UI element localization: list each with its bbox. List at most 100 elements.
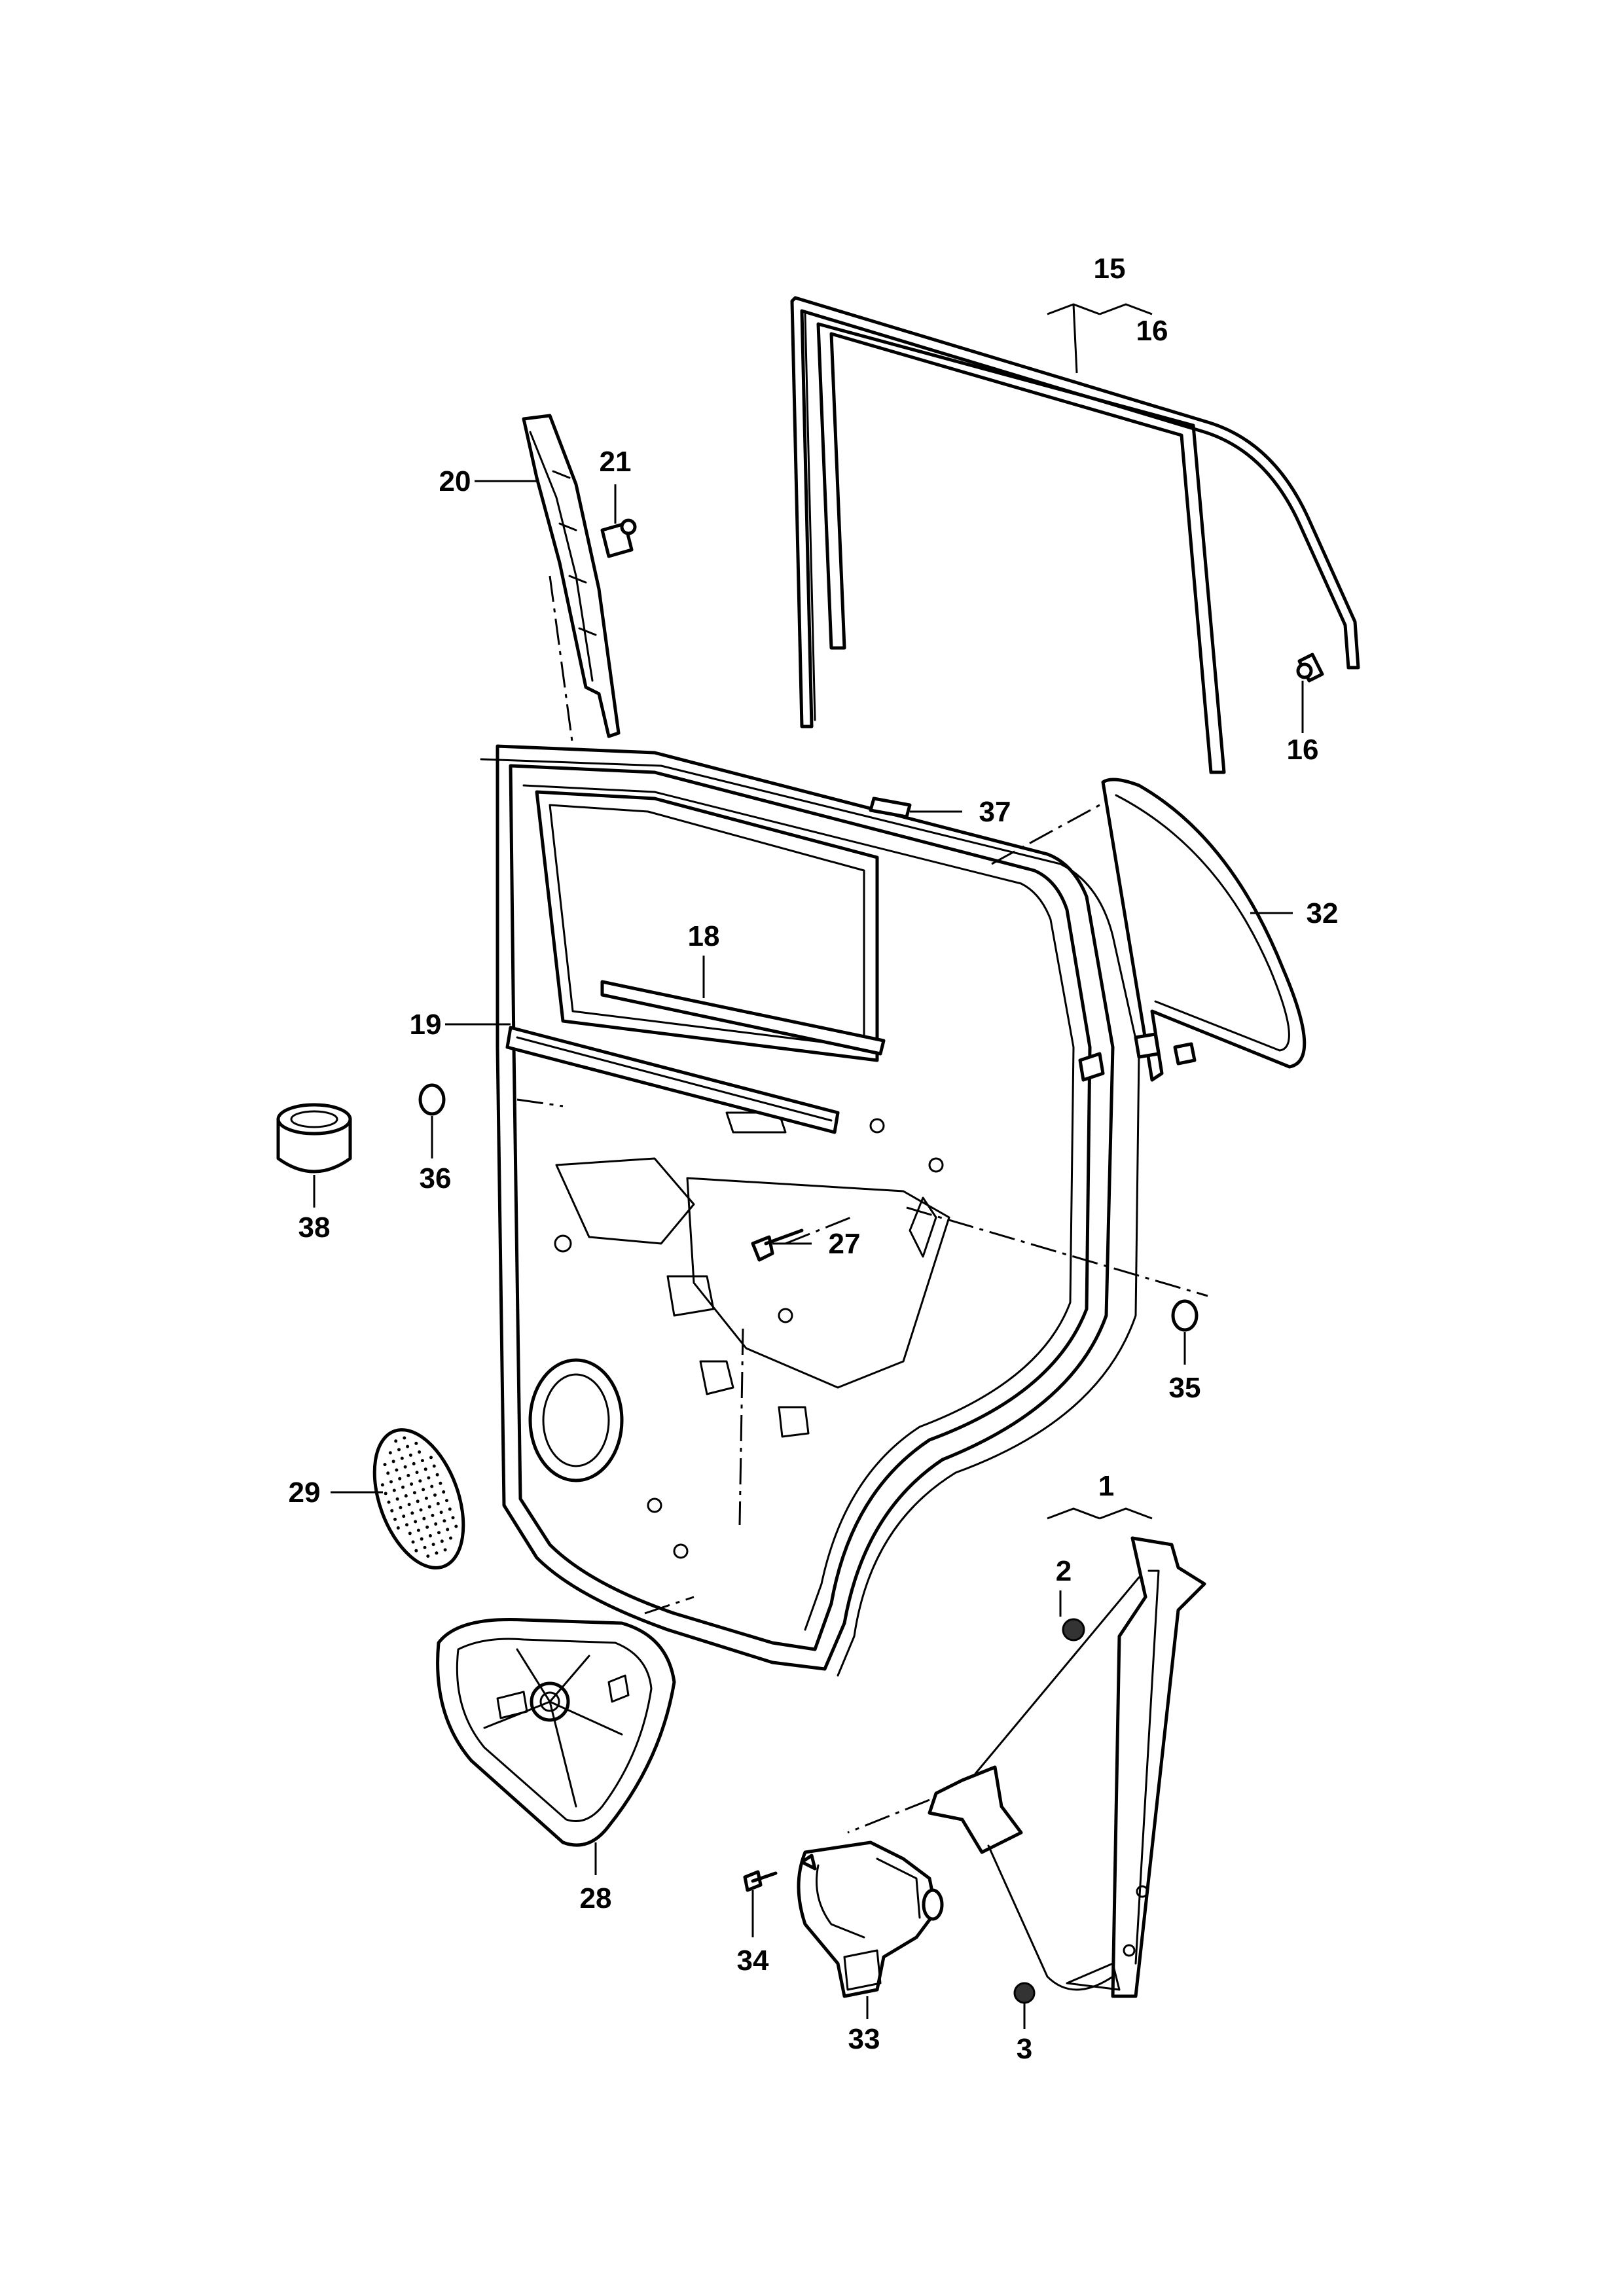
texture-dot bbox=[403, 1465, 407, 1469]
screw-part-27 bbox=[751, 1229, 804, 1262]
texture-dot bbox=[416, 1528, 420, 1532]
texture-dot bbox=[414, 1549, 418, 1552]
quarter-glass-part-32 bbox=[1101, 778, 1307, 1082]
callout-1: 1 bbox=[1098, 1470, 1114, 1502]
callout-19: 19 bbox=[410, 1009, 442, 1041]
texture-dot bbox=[407, 1503, 411, 1507]
texture-dot bbox=[416, 1499, 420, 1503]
callout-3: 3 bbox=[1017, 2033, 1032, 2065]
texture-dot bbox=[410, 1511, 414, 1515]
callout-labels: 15 16 16 20 21 37 18 19 32 38 36 27 35 2… bbox=[289, 253, 1339, 2065]
texture-dot bbox=[388, 1451, 392, 1455]
tape-roll-part-38 bbox=[276, 1103, 352, 1174]
callout-15: 15 bbox=[1094, 253, 1126, 285]
pad-part-37 bbox=[869, 797, 912, 819]
callout-36: 36 bbox=[420, 1162, 452, 1194]
texture-dot bbox=[414, 1441, 418, 1445]
callout-29: 29 bbox=[289, 1477, 321, 1509]
texture-dot bbox=[437, 1531, 441, 1535]
pillar-trim-part-20 bbox=[522, 414, 621, 747]
texture-dot bbox=[433, 1493, 437, 1497]
texture-dot bbox=[419, 1508, 423, 1512]
texture-dot bbox=[380, 1483, 384, 1487]
nut-part-2 bbox=[1062, 1618, 1085, 1641]
texture-dot bbox=[445, 1499, 448, 1503]
texture-dot bbox=[429, 1456, 433, 1460]
texture-dot bbox=[420, 1459, 424, 1463]
callout-27: 27 bbox=[829, 1228, 861, 1260]
door-shell bbox=[480, 744, 1140, 1677]
texture-dot bbox=[432, 1464, 436, 1468]
texture-dot bbox=[418, 1479, 422, 1483]
texture-dot bbox=[449, 1536, 452, 1540]
window-regulator-part-1 bbox=[928, 1536, 1206, 1998]
assembly-lines bbox=[516, 804, 1208, 1834]
texture-dot bbox=[425, 1525, 429, 1529]
texture-dot bbox=[434, 1522, 438, 1526]
texture-dot bbox=[393, 1517, 397, 1521]
texture-dot bbox=[394, 1439, 398, 1443]
plug-part-36 bbox=[418, 1083, 446, 1116]
texture-dot bbox=[431, 1513, 435, 1517]
callout-16-bottom: 16 bbox=[1287, 734, 1319, 766]
texture-dot bbox=[389, 1480, 393, 1484]
texture-dot bbox=[436, 1501, 440, 1505]
callout-2: 2 bbox=[1056, 1555, 1072, 1587]
callout-16-top: 16 bbox=[1136, 315, 1168, 347]
texture-dot bbox=[395, 1497, 399, 1501]
leader-lines bbox=[313, 303, 1304, 2029]
window-motor-part-33 bbox=[797, 1840, 944, 1998]
texture-dot bbox=[397, 1448, 401, 1452]
texture-dot bbox=[424, 1496, 428, 1500]
texture-dot bbox=[422, 1516, 426, 1520]
texture-dot bbox=[390, 1509, 394, 1513]
texture-dot bbox=[411, 1540, 415, 1544]
texture-dot bbox=[423, 1545, 427, 1549]
callout-18: 18 bbox=[688, 920, 720, 952]
texture-dot bbox=[391, 1460, 395, 1463]
callout-32: 32 bbox=[1307, 897, 1339, 929]
texture-dot bbox=[439, 1511, 443, 1515]
texture-dot bbox=[448, 1507, 452, 1511]
texture-dot bbox=[418, 1450, 422, 1454]
texture-dot bbox=[398, 1477, 402, 1480]
callout-34: 34 bbox=[737, 1945, 769, 1977]
callout-21: 21 bbox=[600, 446, 632, 478]
callout-38: 38 bbox=[298, 1211, 331, 1244]
texture-dot bbox=[386, 1471, 390, 1475]
texture-dot bbox=[420, 1537, 424, 1541]
texture-dot bbox=[446, 1528, 450, 1532]
plug-part-35 bbox=[1171, 1299, 1199, 1332]
callout-20: 20 bbox=[439, 465, 471, 497]
texture-dot bbox=[424, 1467, 427, 1471]
texture-dot bbox=[405, 1523, 408, 1527]
texture-dot bbox=[442, 1519, 446, 1523]
clip-part-16 bbox=[1296, 653, 1324, 683]
callout-33: 33 bbox=[848, 2023, 880, 2055]
texture-dot bbox=[412, 1462, 416, 1465]
texture-dot bbox=[408, 1453, 412, 1457]
texture-dot bbox=[431, 1543, 435, 1547]
callout-28: 28 bbox=[580, 1882, 612, 1914]
texture-dot bbox=[400, 1456, 404, 1460]
clip-part-21 bbox=[600, 518, 637, 558]
window-frame-seal-part-15 bbox=[790, 296, 1360, 774]
texture-dot bbox=[402, 1515, 406, 1518]
texture-dot bbox=[408, 1532, 412, 1535]
door-module-part-28 bbox=[436, 1617, 676, 1847]
texture-dot bbox=[422, 1488, 425, 1492]
texture-dot bbox=[387, 1500, 391, 1504]
texture-dot bbox=[410, 1482, 414, 1486]
texture-dot bbox=[435, 1551, 439, 1555]
texture-dot bbox=[399, 1505, 403, 1509]
screw-part-34 bbox=[743, 1870, 778, 1892]
texture-dot bbox=[428, 1534, 432, 1537]
texture-dot bbox=[383, 1463, 387, 1467]
texture-dot bbox=[443, 1548, 447, 1552]
texture-dot bbox=[412, 1491, 416, 1495]
texture-dot bbox=[404, 1494, 408, 1498]
texture-dot bbox=[396, 1526, 400, 1530]
texture-dot bbox=[454, 1524, 458, 1528]
texture-dot bbox=[451, 1516, 455, 1520]
